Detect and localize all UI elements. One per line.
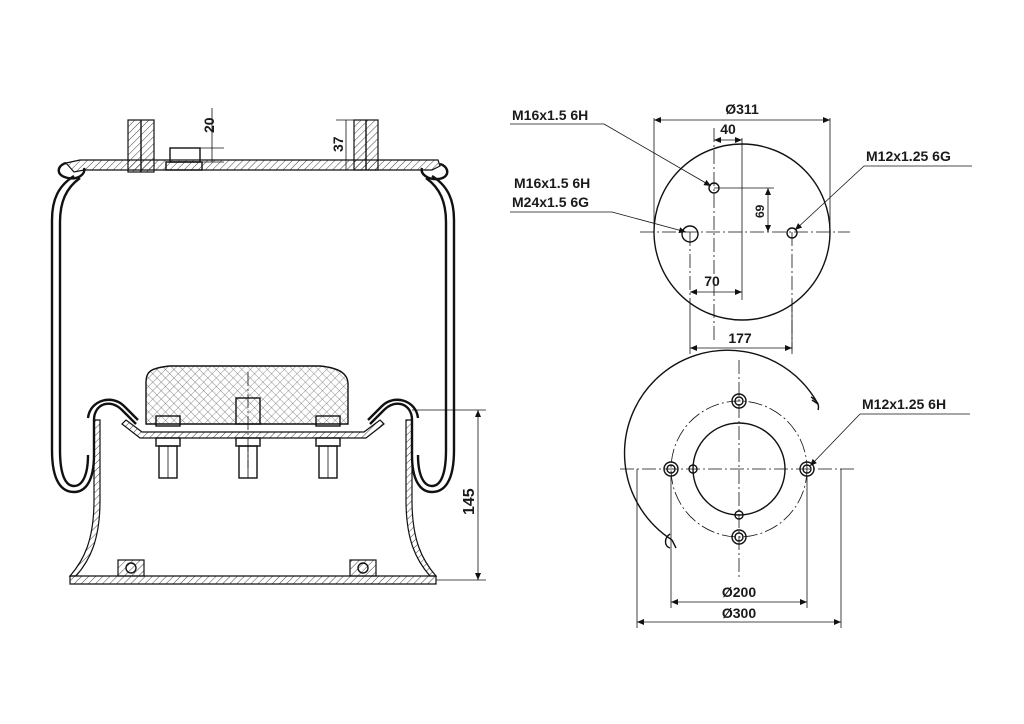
piston-top-plate [121,419,385,439]
piston-skirt-right [405,419,438,577]
base-nuts [117,559,377,577]
callout-air-inlet: M16x1.5 6H [512,107,588,123]
bump-stop [145,365,349,425]
stud-hole-left [681,225,699,243]
callout-stud-line2: M24x1.5 6G [512,194,589,210]
callout-stud-line1: M16x1.5 6H [514,175,590,191]
side-view: 20 37 [50,108,486,585]
dim-nut-height: 37 [330,136,346,152]
piston-outer-circle [623,349,819,541]
piston-lobe-right [369,402,414,425]
dim-outer-diameter: Ø300 [722,605,756,621]
bellows-outline [50,174,96,494]
callout-right-stud: M12x1.25 6G [866,148,951,164]
top-plate-view: Ø311 40 69 70 177 M16x1.5 6H M16x1.5 6H … [510,101,972,354]
top-bead-curl-left [57,161,86,180]
bottom-piston-view: Ø200 Ø300 M12x1.25 6H [620,349,970,628]
piston-base [69,575,437,585]
dim-offset-177: 177 [728,330,752,346]
top-bead-plate [64,159,441,173]
stud-hole-right [786,227,798,239]
dim-offset-69: 69 [753,204,767,218]
dim-bolt-circle: Ø200 [722,584,756,600]
bolt-holes [663,393,815,545]
dim-top-diameter: Ø311 [725,101,759,117]
dim-piston-height: 145 [461,488,478,515]
callout-threads: M12x1.25 6H [862,396,946,412]
dim-offset-40: 40 [720,121,736,137]
bottom-studs [155,397,341,479]
dim-offset-70: 70 [704,273,720,289]
dim-fitting-height: 20 [201,117,217,133]
piston-skirt-left [68,419,101,577]
piston-lobe-left [92,402,137,425]
